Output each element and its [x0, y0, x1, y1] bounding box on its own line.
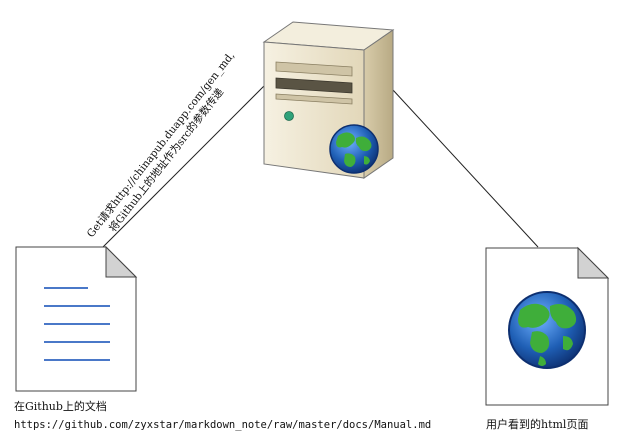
source-document-caption: 在Github上的文档 — [14, 400, 107, 413]
result-document-caption: 用户看到的html页面 — [486, 418, 589, 431]
edge-server-to-result — [392, 89, 539, 248]
result-globe-icon — [508, 291, 586, 369]
edge-doc-to-server — [99, 84, 266, 251]
source-document-url: https://github.com/zyxstar/markdown_note… — [14, 419, 432, 431]
source-document-icon — [15, 245, 138, 392]
server-globe-icon — [329, 124, 379, 174]
